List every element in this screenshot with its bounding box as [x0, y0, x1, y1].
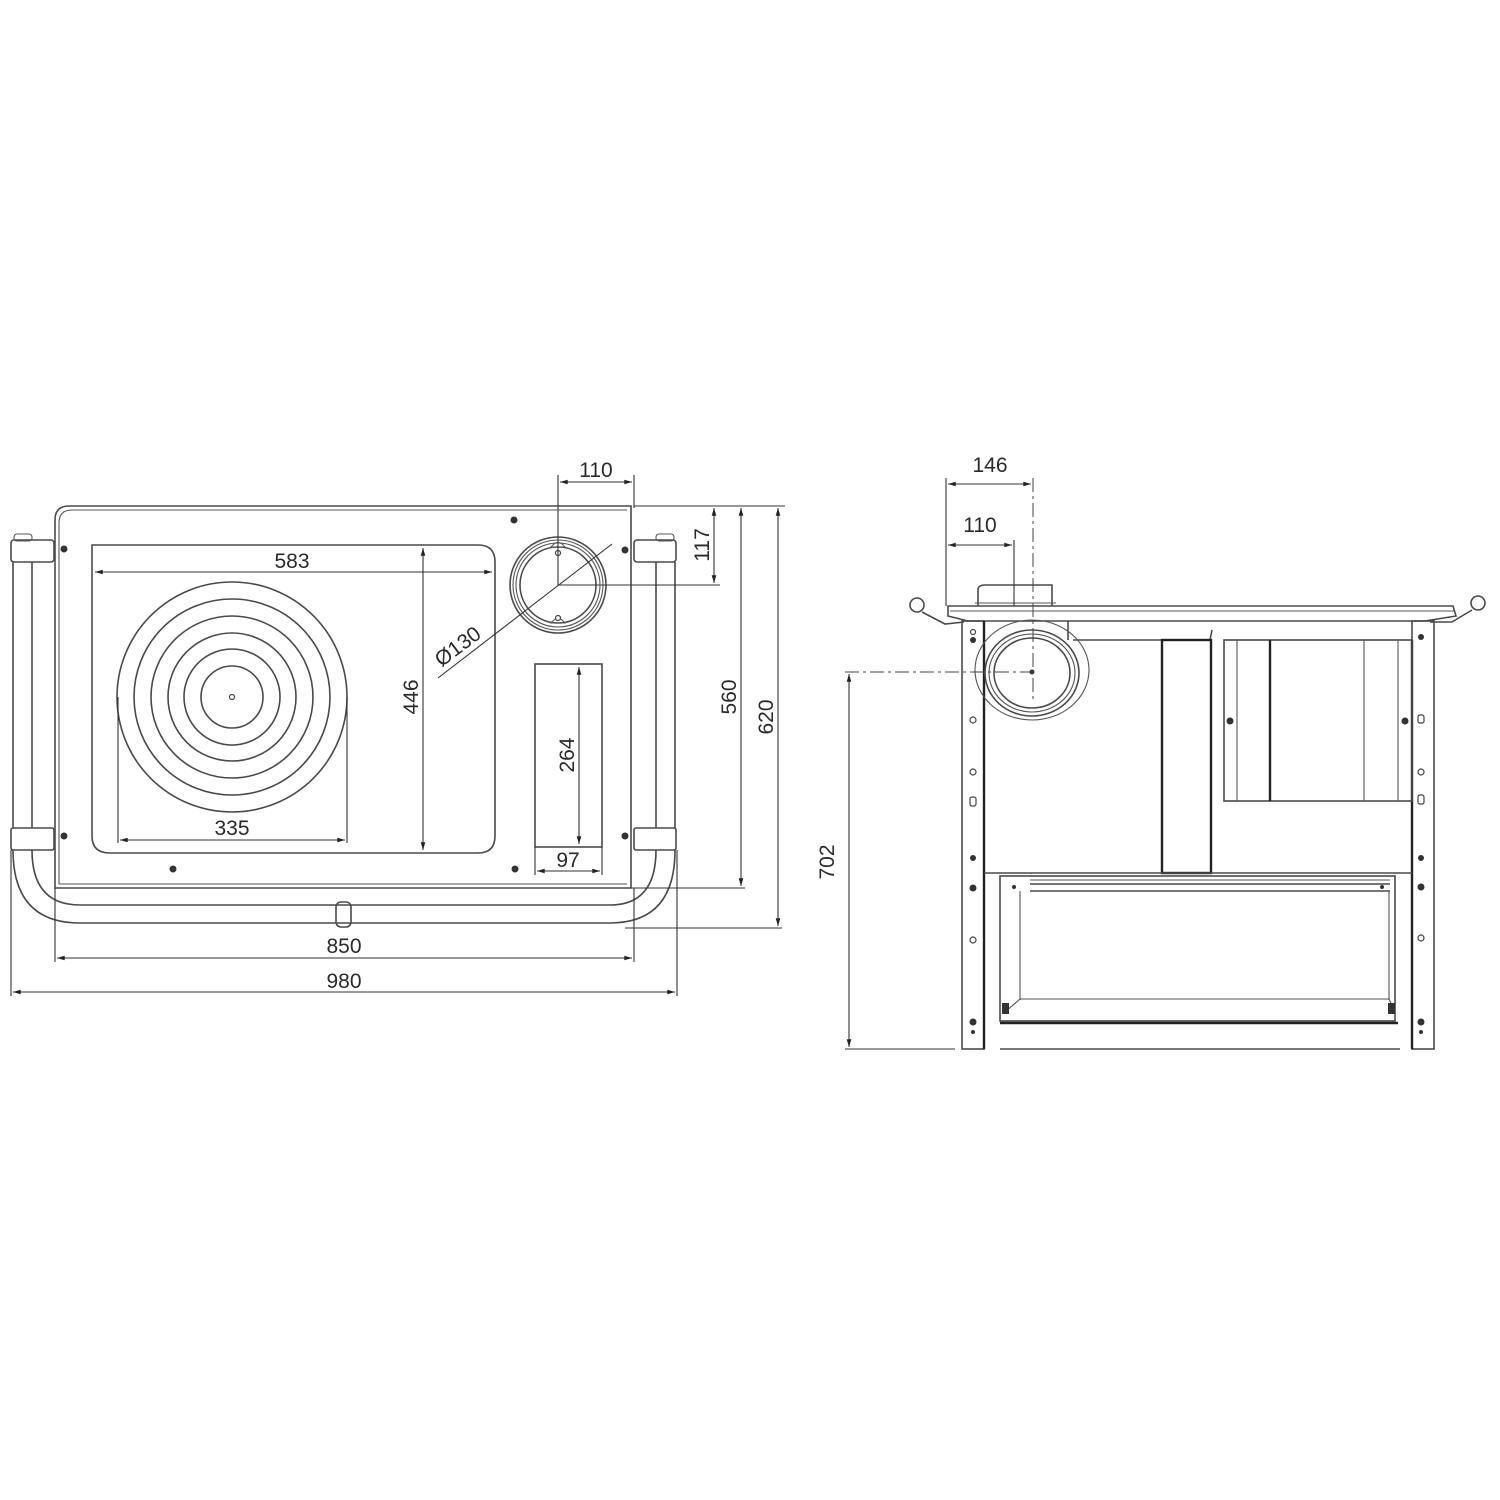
left-handle: [909, 597, 965, 625]
dim-label-583: 583: [274, 550, 309, 573]
dim-583: 583: [95, 550, 492, 575]
left-rail: [10, 533, 610, 924]
right-rail: [335, 533, 677, 928]
dim-850: 850: [54, 888, 635, 962]
dim-980: 980: [10, 850, 678, 996]
dim-117: 117: [558, 505, 785, 586]
dim-label-335: 335: [214, 817, 249, 840]
hob-plate: [91, 544, 496, 854]
right-handle: [1430, 595, 1486, 623]
stove-body-outline: [54, 505, 632, 889]
dim-label-110-side: 110: [963, 514, 996, 537]
dim-702: 702: [816, 671, 1032, 1050]
dim-110-side: 110: [947, 514, 1015, 606]
dim-label-446: 446: [400, 679, 423, 714]
dim-label-620: 620: [755, 699, 778, 734]
firebox-door: [534, 663, 603, 848]
wood-drawer: [984, 872, 1412, 1025]
left-frame: [961, 620, 986, 1050]
dim-label-702: 702: [816, 844, 839, 879]
dim-label-980: 980: [326, 970, 361, 993]
dim-97: 97: [534, 847, 603, 875]
dim-560: 560: [631, 507, 745, 889]
top-plate: [947, 584, 1458, 622]
dim-110-top: 110: [557, 459, 635, 585]
oven-door: [1223, 639, 1413, 802]
dim-label-146: 146: [972, 454, 1007, 477]
dim-446: 446: [400, 547, 426, 851]
dim-label-850: 850: [326, 935, 361, 958]
side-view: 146 110 702: [816, 454, 1486, 1050]
dim-label-560: 560: [718, 679, 741, 714]
dim-label-110: 110: [579, 459, 612, 482]
flue-outlet: [974, 619, 1090, 721]
dim-label-130: Ø130: [431, 622, 486, 671]
dim-label-117: 117: [691, 528, 714, 561]
dim-335: 335: [117, 697, 348, 843]
dim-264: 264: [556, 666, 582, 845]
top-view: 583 446 335 110 117 Ø130: [10, 459, 785, 996]
dim-146: 146: [945, 454, 1034, 700]
screw-icons: [60, 516, 629, 873]
oven-top-edge: [1073, 629, 1213, 641]
dim-label-264: 264: [556, 737, 579, 772]
dim-620: 620: [625, 507, 782, 929]
cooking-rings: [116, 581, 348, 813]
firebox-panel: [1160, 638, 1213, 875]
dim-label-97: 97: [556, 849, 579, 872]
right-frame: [1410, 620, 1435, 1050]
